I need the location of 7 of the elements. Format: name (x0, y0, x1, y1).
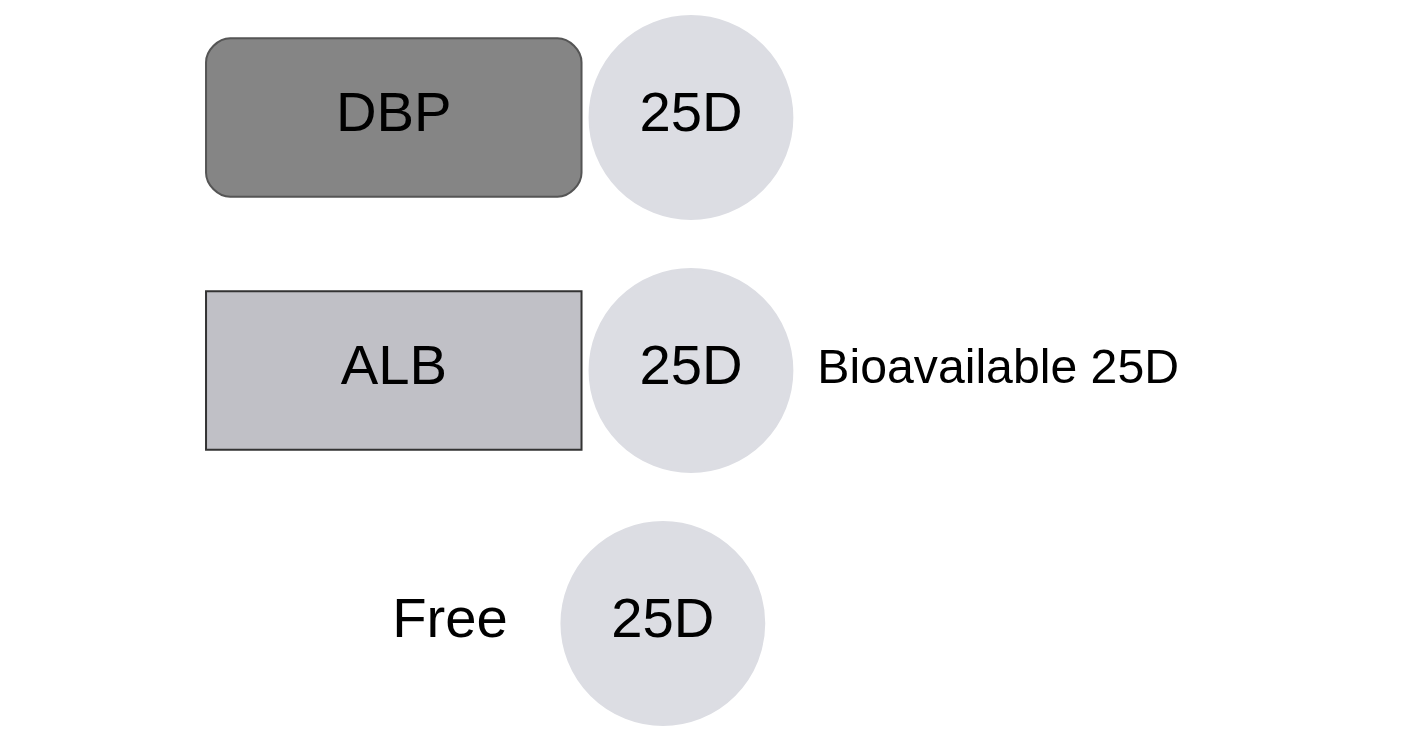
node-circle: 25D (588, 15, 793, 220)
node-label: Free (391, 586, 508, 650)
node-circle: 25D (559, 521, 765, 726)
node-box: DBP (204, 37, 583, 198)
node-box: ALB (204, 290, 583, 451)
label: Bioavailable 25D (816, 338, 1179, 393)
node-circle: 25D (588, 268, 793, 473)
